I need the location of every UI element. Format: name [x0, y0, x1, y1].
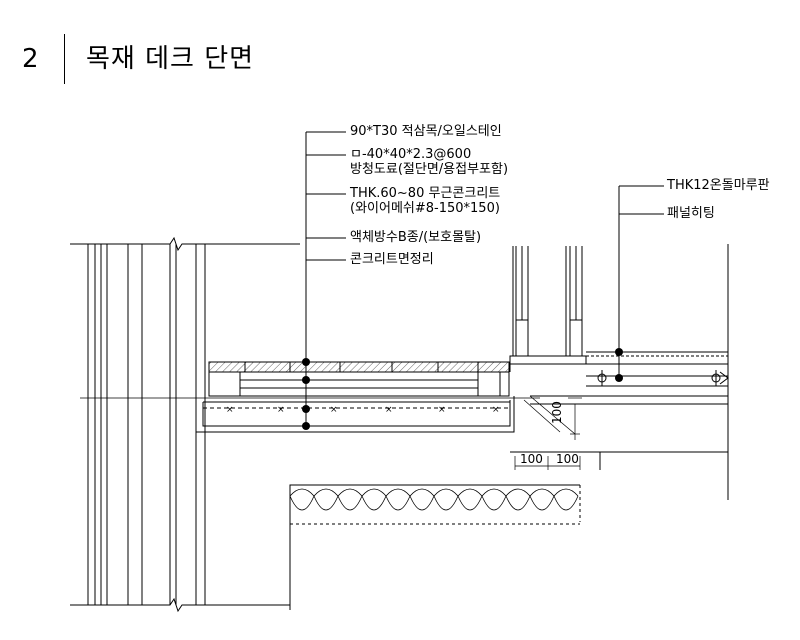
detail-title: 목재 데크 단면 [86, 44, 255, 74]
step-edge [510, 395, 728, 470]
right-leader [618, 185, 664, 380]
left-leader [305, 131, 346, 428]
leader-dots [302, 348, 623, 430]
detail-number: 2 [22, 44, 39, 74]
ground-gravel [289, 484, 581, 610]
callout-panel-heating: 패널히팅 [667, 206, 715, 221]
title-separator [64, 34, 65, 84]
break-lines [70, 236, 300, 613]
svg-text:×: × [330, 405, 338, 415]
svg-text:×: × [385, 405, 393, 415]
callout-anticorrosion: 방청도료(절단면/용접부포함) [350, 162, 509, 177]
callout-cedar-deck: 90*T30 적삼목/오일스테인 [350, 124, 502, 139]
dimension-horizontal-1: 100 [520, 452, 543, 466]
callout-waterproofing: 액체방수B종/(보호몰탈) [350, 230, 482, 245]
wall-lines [87, 244, 206, 605]
dimension-vertical: 100 [550, 401, 564, 424]
window-frame [509, 246, 587, 372]
callout-concrete-finish: 콘크리트면정리 [350, 252, 434, 267]
steel-joists [208, 371, 510, 397]
svg-text:×: × [492, 405, 500, 415]
callout-concrete: THK.60~80 무근콘크리트 [350, 186, 501, 201]
svg-text:×: × [438, 405, 446, 415]
callout-steel-pipe: ㅁ-40*40*2.3@600 [350, 147, 472, 162]
dimension-horizontal-2: 100 [556, 452, 579, 466]
interior-floor [530, 244, 729, 500]
svg-text:×: × [226, 405, 234, 415]
deck-boards [208, 361, 510, 373]
callout-wire-mesh: (와이어메쉬#8-150*150) [350, 201, 500, 216]
svg-text:×: × [277, 405, 285, 415]
concrete-slab: × × × × × × [195, 396, 515, 433]
callout-ondol-floor: THK12온돌마루판 [667, 178, 770, 193]
